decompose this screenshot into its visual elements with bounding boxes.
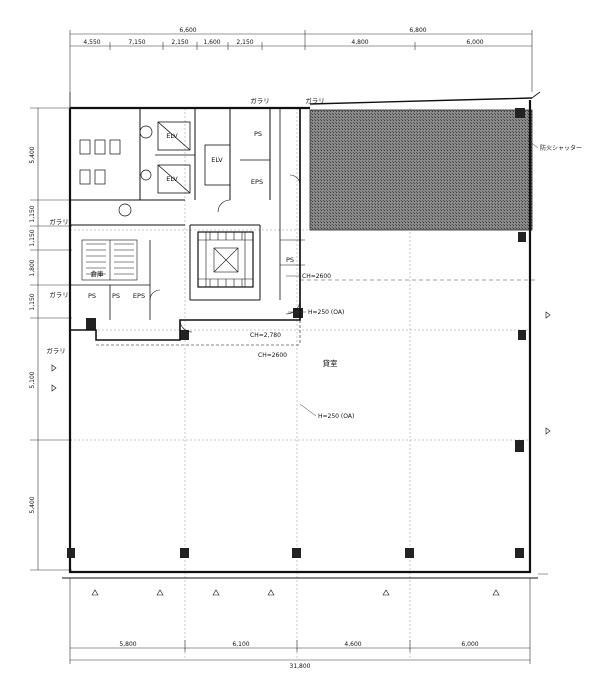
bottom-dimension-labels: 5,800 6,100 4,600 6,000 31,800 [119,641,478,670]
room-elv-1: ELV [166,132,178,140]
dim-left-6: 5,100 [29,371,36,388]
dim-left-2: 1,150 [29,205,36,222]
room-ps-4: PS [286,256,294,264]
room-storage: 倉庫 [91,269,105,278]
door-swings [149,174,301,333]
note-leaders [286,139,548,575]
dim-left-3: 1,150 [29,229,36,246]
dim-top-pair-1: 6,600 [179,27,196,34]
dim-top-bay-6: 4,800 [351,39,368,46]
dim-top-bay-3: 2,150 [171,39,188,46]
dim-top-bay-2: 7,150 [128,39,145,46]
note-ch-2600-a: CH=2600 [302,273,331,280]
notes: CH=2600 CH=2600 CH=2,780 H=250 (OA) H=25… [250,144,582,420]
room-office: 貸室 [323,358,338,368]
room-ps-3: PS [112,292,120,300]
dim-bottom-total: 31,800 [290,663,311,670]
elevator-shafts [157,121,231,194]
note-fire-shutter: 防火シャッター [540,144,582,152]
dim-bottom-3: 4,600 [344,641,361,648]
note-h250-a: H=250 (OA) [308,309,344,316]
dim-left-5: 1,150 [29,293,36,310]
dim-top-bay-1: 4,550 [83,39,100,46]
stair-left [81,239,138,281]
room-elv-2: ELV [166,175,178,183]
note-ch-2780: CH=2,780 [250,332,281,339]
room-elv-3: ELV [211,156,223,164]
columns [67,108,526,558]
room-garari-2: ガラリ [49,290,69,299]
room-garari-1: ガラリ [49,217,69,226]
room-ps-2: PS [88,292,96,300]
dim-bottom-1: 5,800 [119,641,136,648]
core-east-partitions [96,108,535,346]
dim-left-4: 1,800 [29,259,36,276]
note-h250-b: H=250 (OA) [318,413,354,420]
dim-top-bay-5: 2,150 [236,39,253,46]
note-ch-2600-b: CH=2600 [258,352,287,359]
top-dimension-labels: 6,600 6,800 4,550 7,150 2,150 1,600 2,15… [83,27,483,46]
hatched-zone [309,109,533,231]
dim-left-7: 5,400 [29,496,36,513]
dim-bottom-2: 6,100 [232,641,249,648]
dim-left-1: 5,400 [29,146,36,163]
top-dimension-lines [69,30,533,92]
dim-top-bay-7: 6,000 [466,39,483,46]
room-garari-4: ガラリ [250,96,270,105]
room-labels: ELV ELV ELV EPS EPS PS PS PS PS 倉庫 貸室 ガラ… [46,96,338,368]
exterior-markers [51,311,551,596]
room-garari-3: ガラリ [46,346,66,355]
toilet-fixtures [79,125,153,217]
left-dimension-labels: 5,400 1,150 1,150 1,800 1,150 5,100 5,40… [29,146,36,513]
stair-center [197,231,254,288]
room-eps-2: EPS [133,292,145,300]
left-dimension-lines [30,107,72,571]
bottom-dimension-lines [69,578,531,664]
room-ps-1: PS [254,130,262,138]
dim-top-bay-4: 1,600 [203,39,220,46]
dim-top-pair-2: 6,800 [409,27,426,34]
room-garari-5: ガラリ [305,96,325,105]
dim-bottom-4: 6,000 [461,641,478,648]
room-eps-1: EPS [251,178,263,186]
